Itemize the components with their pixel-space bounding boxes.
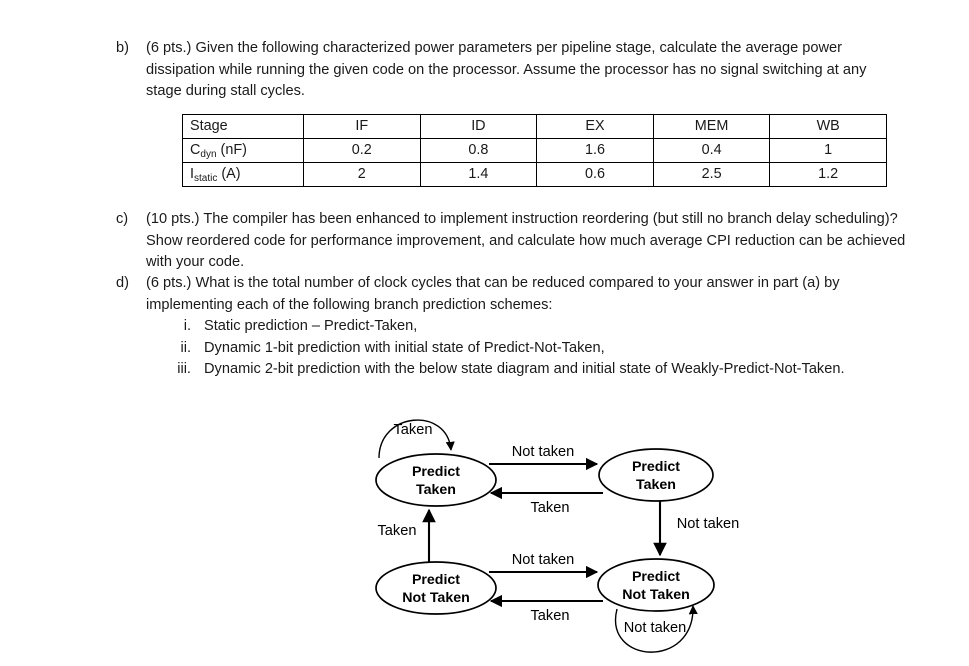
part-b-text: (6 pts.) Given the following characteriz… — [146, 40, 867, 99]
edge-self-loop-strong-not-taken: Not taken — [614, 605, 698, 653]
edge-weak-taken-to-strong-taken: Taken — [489, 486, 603, 516]
state-label-line1: Predict — [412, 464, 460, 480]
list-item-label: Static prediction – Predict-Taken, — [204, 318, 418, 334]
two-bit-predictor-state-diagram: Taken Predict Taken Predict Taken Predic… — [355, 402, 755, 664]
part-c-text: (10 pts.) The compiler has been enhanced… — [146, 211, 906, 270]
edge-strong-taken-to-weak-taken: Not taken — [489, 444, 599, 471]
list-item: iii. Dynamic 2-bit prediction with the b… — [168, 359, 908, 381]
row-header-subscript: dyn — [200, 148, 217, 160]
part-d-text: (6 pts.) What is the total number of clo… — [146, 275, 840, 313]
table-cell: MEM — [652, 114, 771, 139]
power-parameters-table: Stage IF ID EX MEM WB Cdyn (nF) 0.2 0.8 … — [182, 114, 887, 187]
edge-label: Taken — [378, 523, 417, 539]
edge-label: Not taken — [512, 552, 574, 568]
table-cell: 0.6 — [536, 162, 654, 187]
table-cell: EX — [536, 114, 654, 139]
edge-strong-not-taken-to-weak-not-taken: Taken — [489, 594, 603, 624]
state-label-line2: Taken — [416, 482, 456, 498]
question-part-d: d) (6 pts.) What is the total number of … — [116, 273, 916, 316]
table-cell: 0.4 — [652, 138, 771, 163]
table-cell: 1 — [769, 138, 887, 163]
list-item-numeral: iii. — [177, 361, 191, 377]
table-cell-cdyn-header: Cdyn (nF) — [182, 138, 304, 163]
state-label-line2: Not Taken — [622, 587, 690, 603]
state-label-line2: Not Taken — [402, 590, 470, 606]
table-cell: 0.2 — [303, 138, 421, 163]
state-strong-taken: Predict Taken — [375, 453, 497, 507]
state-label-line1: Predict — [632, 459, 680, 475]
row-header-text: C — [190, 141, 201, 158]
edge-label: Taken — [531, 608, 570, 624]
edge-weak-not-taken-to-strong-taken: Taken — [378, 508, 436, 562]
table-cell-stage-header: Stage — [182, 114, 304, 139]
part-d-label: d) — [116, 275, 129, 291]
table-cell: 1.6 — [536, 138, 654, 163]
edge-label: Not taken — [512, 444, 574, 460]
edge-label: Not taken — [624, 620, 686, 636]
table-cell: WB — [769, 114, 887, 139]
question-part-b: b) (6 pts.) Given the following characte… — [116, 38, 906, 103]
branch-prediction-scheme-list: i. Static prediction – Predict-Taken, ii… — [168, 316, 908, 381]
table-cell: 2 — [303, 162, 421, 187]
row-header-text: Stage — [190, 118, 228, 134]
table-cell: 1.2 — [769, 162, 887, 187]
edge-self-loop-strong-taken: Taken — [378, 419, 455, 459]
row-header-unit: (nF) — [216, 141, 247, 158]
table-cell: IF — [303, 114, 421, 139]
list-item-numeral: i. — [183, 318, 191, 334]
part-b-label: b) — [116, 40, 129, 56]
edge-weak-taken-to-strong-not-taken: Not taken — [653, 501, 739, 557]
state-strong-not-taken: Predict Not Taken — [597, 558, 715, 612]
part-c-label: c) — [116, 211, 129, 227]
state-weak-taken: Predict Taken — [598, 448, 714, 502]
row-header-unit: (A) — [217, 165, 241, 182]
row-header-text: I — [190, 165, 194, 182]
table-cell: 1.4 — [419, 162, 538, 187]
edge-weak-not-taken-to-strong-not-taken: Not taken — [489, 552, 599, 579]
table-cell: 0.8 — [419, 138, 538, 163]
edge-label: Taken — [531, 500, 570, 516]
state-weak-not-taken: Predict Not Taken — [375, 561, 497, 615]
state-label-line1: Predict — [412, 572, 460, 588]
list-item-label: Dynamic 2-bit prediction with the below … — [204, 361, 845, 377]
edge-label: Not taken — [677, 516, 739, 532]
table-row: Istatic (A) 2 1.4 0.6 2.5 1.2 — [182, 162, 887, 187]
list-item: i. Static prediction – Predict-Taken, — [168, 316, 908, 338]
table-row: Cdyn (nF) 0.2 0.8 1.6 0.4 1 — [182, 138, 887, 163]
edge-label: Taken — [394, 422, 433, 438]
list-item-label: Dynamic 1-bit prediction with initial st… — [204, 339, 605, 356]
table-cell: ID — [419, 114, 538, 139]
list-item: ii. Dynamic 1-bit prediction with initia… — [168, 338, 908, 360]
state-label-line1: Predict — [632, 569, 680, 585]
table-cell: 2.5 — [652, 162, 771, 187]
question-part-c: c) (10 pts.) The compiler has been enhan… — [116, 209, 916, 274]
table-cell-istatic-header: Istatic (A) — [182, 162, 304, 187]
row-header-subscript: static — [194, 172, 218, 184]
state-label-line2: Taken — [636, 477, 676, 493]
list-item-numeral: ii. — [180, 339, 191, 356]
table-row: Stage IF ID EX MEM WB — [182, 114, 887, 139]
